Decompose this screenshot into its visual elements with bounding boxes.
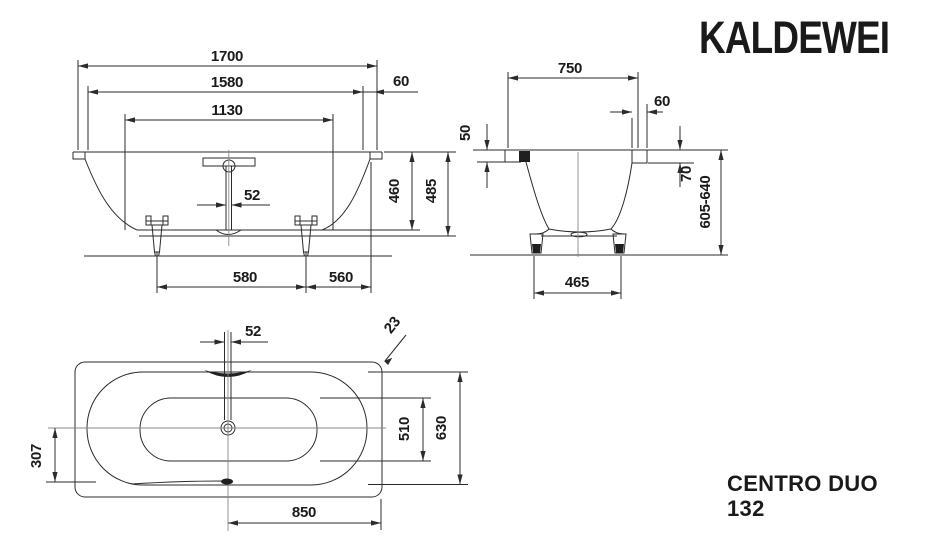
end-tub-bottom	[535, 228, 625, 237]
dimension-lines	[78, 65, 449, 288]
dim-side-depth: 460	[386, 179, 403, 203]
extension-lines	[477, 72, 694, 299]
dim-plan-center-to-edge: 307	[28, 444, 45, 468]
plan-grip-marker	[221, 478, 233, 485]
end-drain-oval	[570, 231, 588, 238]
side-elevation-view: 1700 1580 60 1130 52 460 485 580 560	[72, 48, 456, 293]
product-line-name: CENTRO DUO	[727, 471, 878, 496]
dim-side-foot-to-end: 560	[329, 269, 353, 286]
dim-end-rim-height: 50	[457, 125, 474, 141]
end-foot-left	[529, 233, 544, 254]
extension-lines	[77, 60, 456, 293]
dimension-lines	[486, 77, 722, 294]
plan-centerlines	[48, 330, 386, 531]
dim-plan-drain-to-end: 850	[292, 504, 316, 521]
dim-side-feet-spacing: 580	[233, 269, 257, 286]
side-foot-left	[145, 215, 169, 257]
waste-pipe-lines	[225, 166, 232, 230]
side-drain-recess	[215, 229, 242, 235]
side-foot-right	[294, 215, 318, 257]
brand-logo: KALDEWEI	[699, 12, 890, 63]
dim-plan-inner-width: 630	[433, 416, 450, 440]
dim-side-bottom-length: 1130	[211, 102, 242, 119]
dim-end-rim-side-width: 60	[654, 93, 670, 110]
dim-side-height: 485	[423, 179, 440, 203]
end-section-view: 750 60 50 70 605-640 465	[457, 60, 728, 299]
waste-fitting-bar	[202, 157, 256, 167]
dim-side-overall-length: 1700	[211, 48, 243, 65]
plan-outer-rim	[74, 361, 383, 498]
plan-view: 52 23 307 510 630 850	[28, 314, 468, 531]
plan-inner-rim	[86, 371, 368, 486]
dim-side-rim-end-width: 60	[393, 73, 409, 90]
dim-plan-waste-width: 52	[245, 323, 261, 340]
product-model-number: 132	[727, 496, 765, 521]
end-tub-walls	[525, 161, 633, 230]
side-tub-bottom	[137, 229, 456, 237]
dimension-lines	[54, 334, 461, 524]
end-right-rim-edge	[631, 149, 648, 164]
dim-plan-corner-radius: 23	[381, 314, 404, 337]
plan-grip-recess	[131, 480, 222, 485]
product-label: CENTRO DUO 132	[727, 471, 878, 521]
dim-end-rim-drop: 70	[678, 166, 695, 182]
dim-end-feet-spacing: 465	[565, 274, 589, 291]
end-left-rim-step	[504, 150, 521, 163]
dim-end-overall-width: 750	[558, 60, 582, 77]
end-rim-section-cut	[519, 151, 530, 162]
dim-end-height-range: 605-640	[697, 176, 714, 229]
end-foot-right	[612, 233, 627, 254]
arrowheads	[484, 75, 724, 296]
dim-side-waste-width: 52	[244, 187, 260, 204]
side-tub-walls	[84, 158, 371, 231]
dim-plan-floor-width: 510	[396, 417, 413, 441]
plan-floor-outline	[139, 397, 318, 462]
extension-lines	[46, 371, 468, 530]
dim-side-inner-rim-length: 1580	[211, 74, 243, 91]
plan-waste-pipe-lines	[224, 332, 232, 420]
